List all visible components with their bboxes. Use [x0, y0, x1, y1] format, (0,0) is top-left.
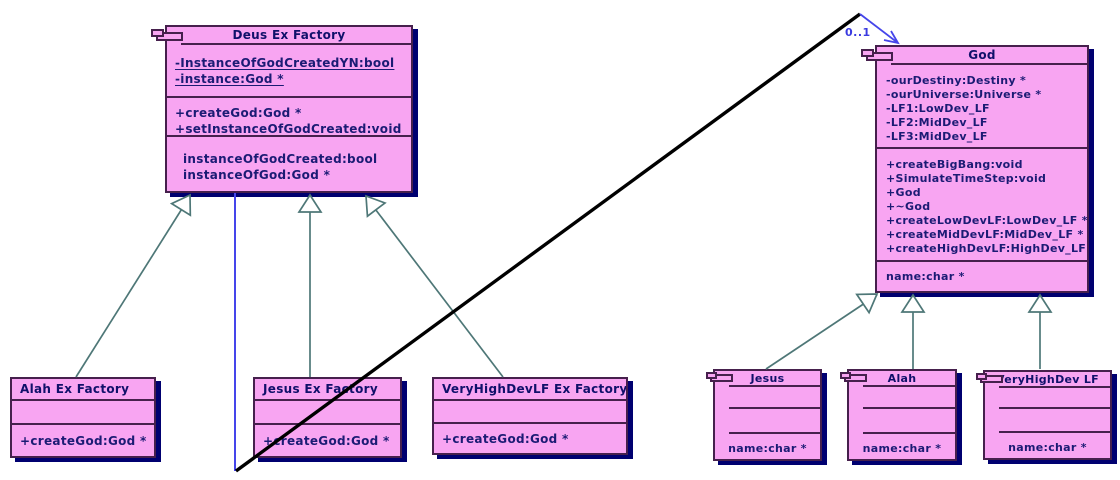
- class-box-alah[interactable]: Alah name:char *: [840, 369, 957, 461]
- property: name:char *: [728, 442, 807, 455]
- class-icon: [976, 373, 1003, 384]
- generalization-arrowhead: [365, 194, 387, 218]
- class-box-veryhighdev-lf[interactable]: VeryHighDev LF name:char *: [976, 370, 1112, 460]
- attribute: -LF1:LowDev_LF: [886, 102, 990, 115]
- property: name:char *: [886, 270, 965, 283]
- class-icon: [840, 372, 867, 383]
- class-title: Alah: [887, 372, 917, 385]
- compartment-divider: [12, 399, 154, 401]
- compartment-divider: [863, 432, 955, 434]
- attribute: -ourDestiny:Destiny *: [886, 74, 1026, 87]
- generalization-arrowhead: [169, 193, 192, 217]
- generalization-arrowhead: [297, 193, 323, 213]
- operation: +SimulateTimeStep:void: [886, 172, 1047, 185]
- operation: +createGod:God *: [442, 432, 569, 446]
- attribute: -InstanceOfGodCreatedYN:bool: [175, 56, 395, 70]
- class-box-alah-ex-factory[interactable]: Alah Ex Factory +createGod:God *: [10, 377, 156, 458]
- compartment-divider: [999, 431, 1110, 433]
- attribute: -ourUniverse:Universe *: [886, 88, 1042, 101]
- operation: +createBigBang:void: [886, 158, 1023, 171]
- compartment-divider: [877, 260, 1087, 262]
- association-open-arrowhead: [883, 30, 900, 45]
- class-title: VeryHighDev LF: [996, 373, 1099, 386]
- compartment-divider: [999, 386, 1110, 388]
- operation: +createGod:God *: [20, 434, 147, 448]
- generalization-arrowhead: [1027, 293, 1053, 313]
- property: name:char *: [862, 442, 942, 455]
- property: name:char *: [1008, 441, 1087, 454]
- operation: +createGod:God *: [175, 106, 302, 120]
- generalization-line-vhdex-to-deus[interactable]: [365, 196, 504, 378]
- class-box-jesus-ex-factory[interactable]: Jesus Ex Factory +createGod:God *: [253, 377, 402, 458]
- compartment-divider: [863, 385, 955, 387]
- class-title: Jesus Ex Factory: [263, 382, 378, 396]
- class-icon: [861, 49, 893, 62]
- class-box-veryhighdevlf-ex-factory[interactable]: VeryHighDevLF Ex Factory +createGod:God …: [432, 377, 628, 455]
- attribute: -instance:God *: [175, 72, 284, 86]
- generalization-line-jesus-to-god[interactable]: [765, 294, 878, 370]
- association-multiplicity-label: 0..1: [845, 26, 871, 39]
- class-title: VeryHighDevLF Ex Factory: [442, 382, 626, 396]
- operation: +createLowDevLF:LowDev_LF *: [886, 214, 1087, 227]
- operation: +God: [886, 186, 921, 199]
- class-title: Alah Ex Factory: [20, 382, 130, 396]
- compartment-divider: [877, 147, 1087, 149]
- compartment-divider: [999, 407, 1110, 409]
- property: instanceOfGod:God *: [183, 168, 331, 182]
- class-title: God: [968, 48, 996, 62]
- operation: +createMidDevLF:MidDev_LF *: [886, 228, 1084, 241]
- property: instanceOfGodCreated:bool: [183, 152, 378, 166]
- attribute: -LF2:MidDev_LF: [886, 116, 988, 129]
- attribute: -LF3:MidDev_LF: [886, 130, 988, 143]
- operation: +setInstanceOfGodCreated:void: [175, 122, 402, 135]
- operation: +~God: [886, 200, 931, 213]
- compartment-divider: [863, 407, 955, 409]
- class-icon: [151, 29, 183, 42]
- operation: +createGod:God *: [263, 434, 390, 448]
- class-box-deus-ex-factory[interactable]: Deus Ex Factory -InstanceOfGodCreatedYN:…: [151, 25, 413, 193]
- class-box-god[interactable]: God -ourDestiny:Destiny * -ourUniverse:U…: [861, 45, 1089, 293]
- class-icon: [706, 372, 733, 383]
- generalization-arrowhead: [900, 293, 926, 313]
- compartment-divider: [12, 423, 154, 425]
- class-box-jesus[interactable]: Jesus name:char *: [706, 369, 822, 461]
- compartment-divider: [891, 63, 1087, 65]
- generalization-line-alahex-to-deus[interactable]: [75, 195, 191, 378]
- operation: +createHighDevLF:HighDev_LF *: [886, 242, 1087, 255]
- class-title: Deus Ex Factory: [232, 28, 346, 42]
